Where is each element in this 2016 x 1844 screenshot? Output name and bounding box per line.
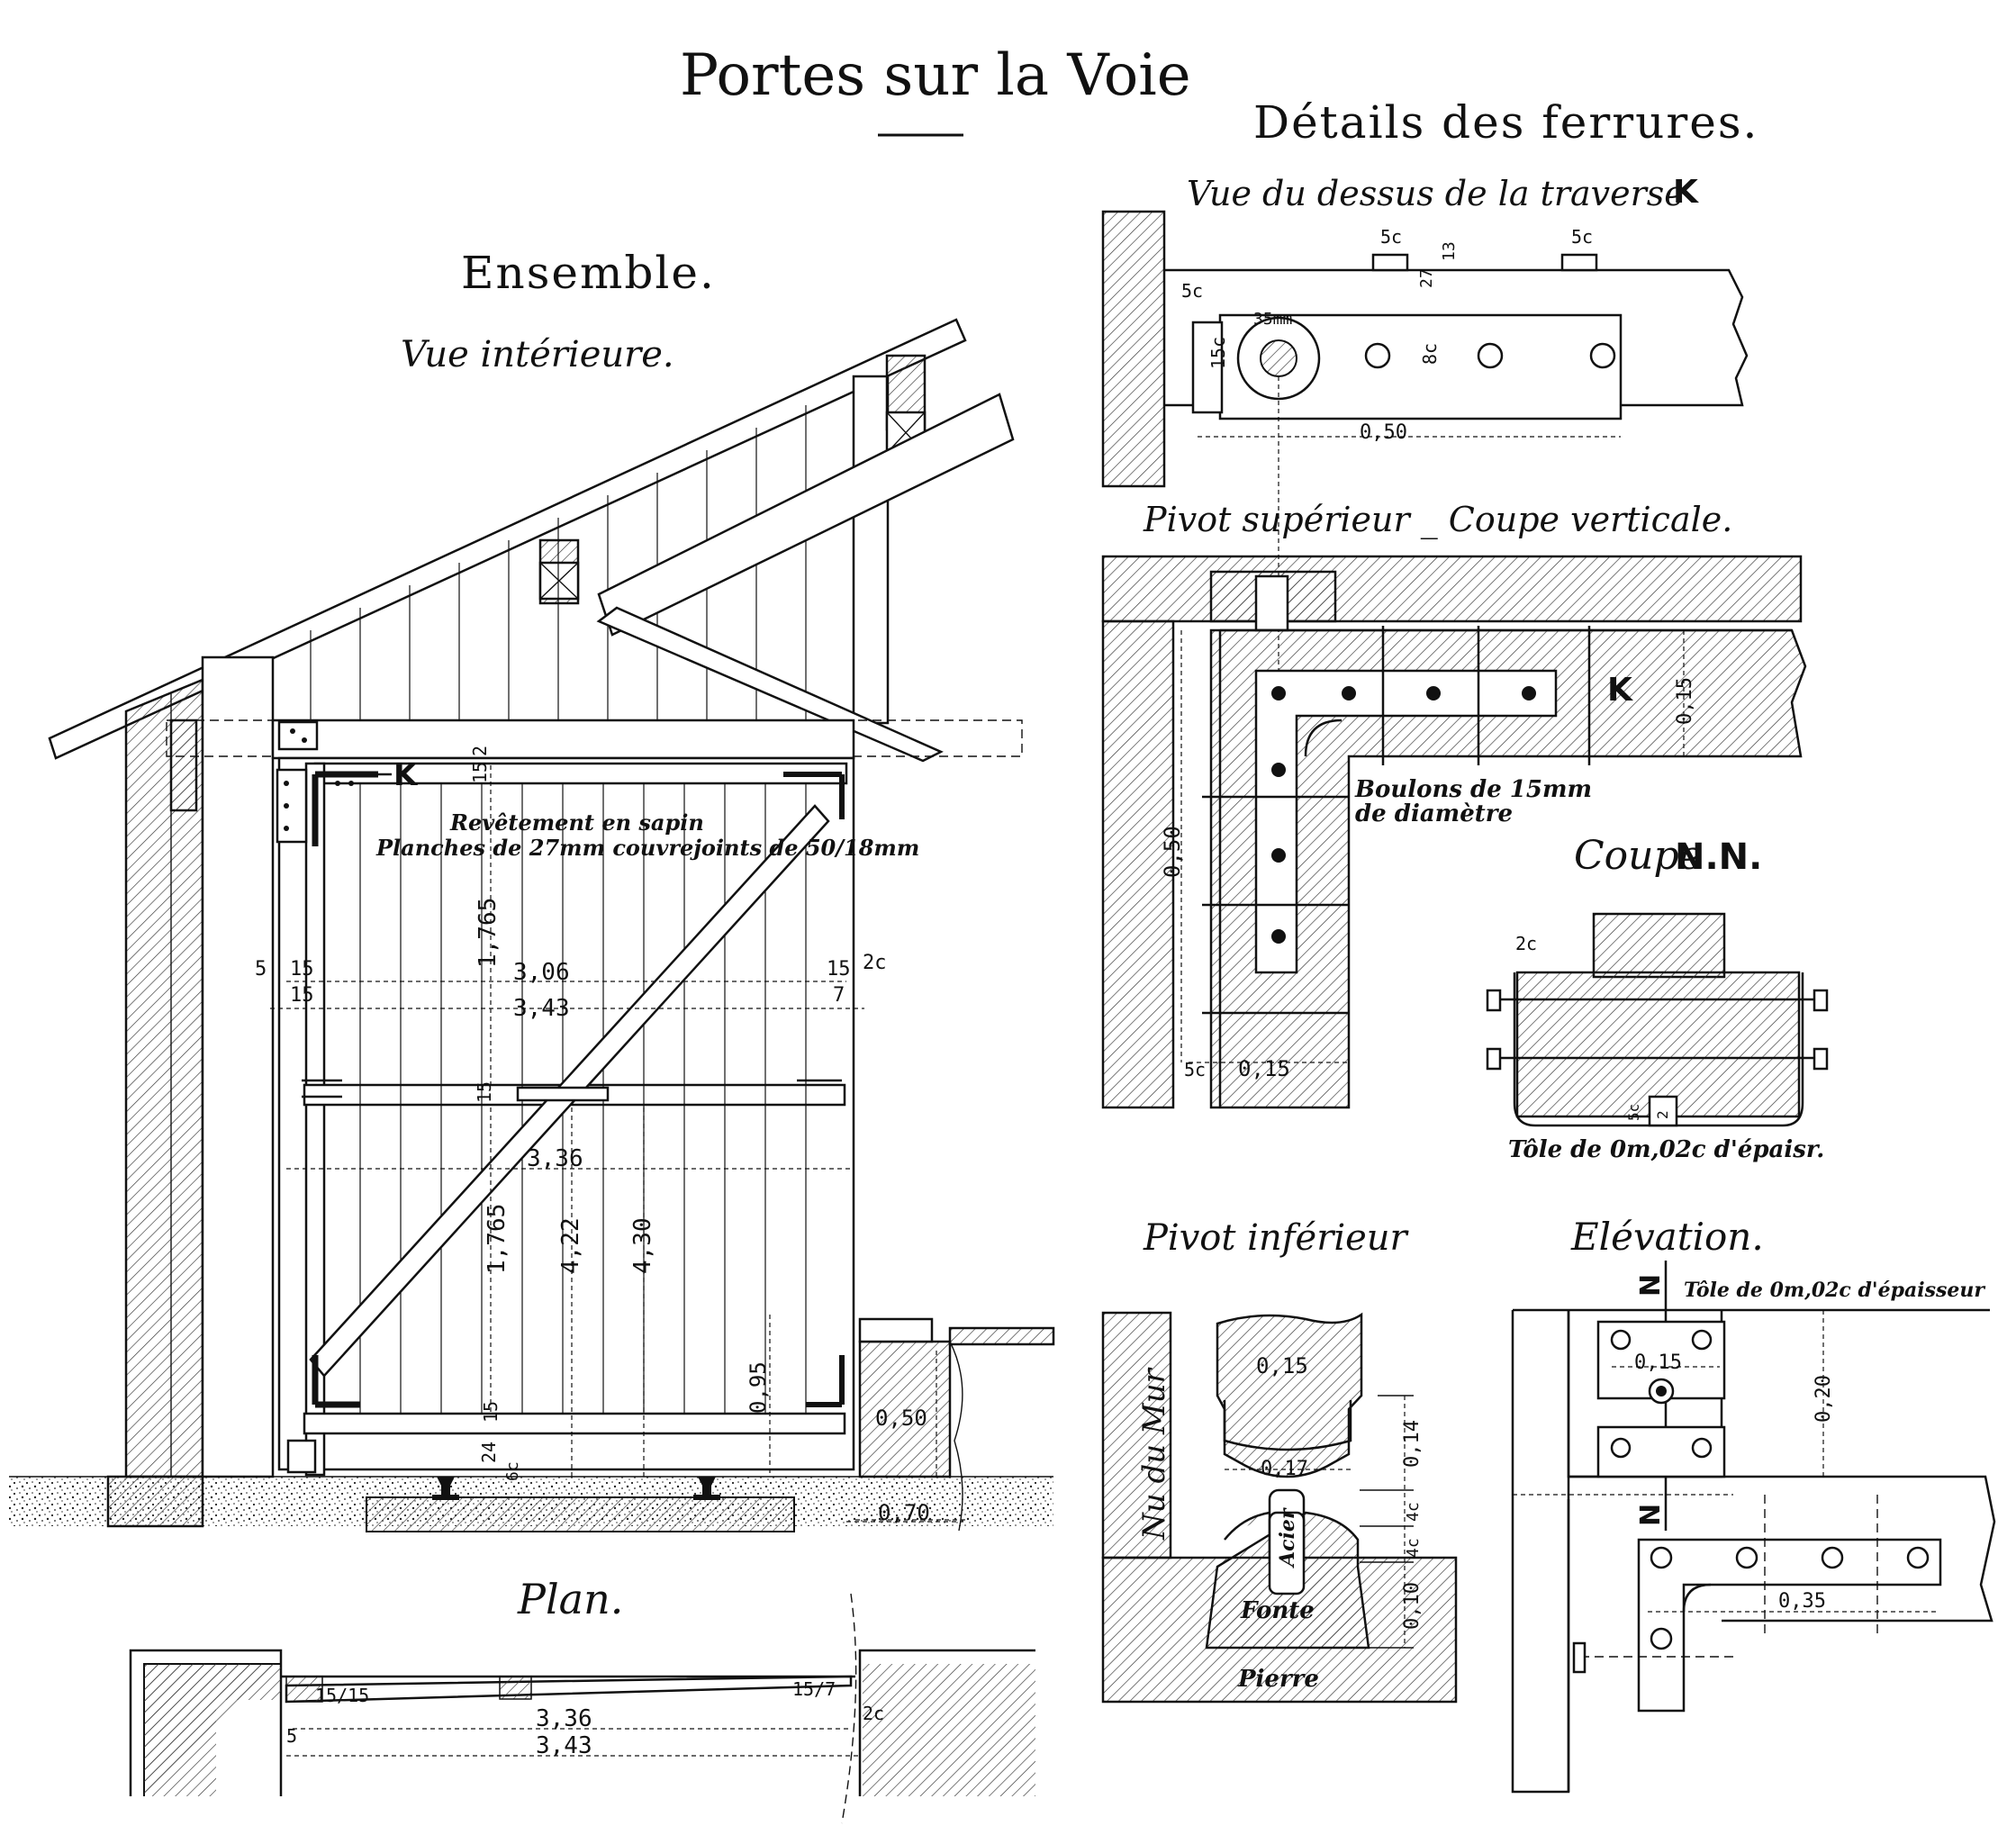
dim-ps-015-v: 0,15	[1674, 677, 1696, 725]
ensemble-dimensions: 15 2 1,765 3,06 3,43 5 15 15 15 7 2c 15 …	[255, 746, 968, 1525]
dim-ens-15-bot: 15	[480, 1401, 502, 1423]
dim-el-035: 0,35	[1778, 1590, 1826, 1613]
dim-el-020: 0,20	[1813, 1375, 1835, 1423]
acier-label: Acier	[1276, 1507, 1299, 1568]
dim-pi-4c-b: 4c	[1404, 1538, 1423, 1558]
dim-pi-017: 0,17	[1261, 1458, 1308, 1480]
dim-k-5c-side: 5c	[1181, 280, 1203, 302]
elevation-view: Elévation. N N Tôle de 0m,02c d'épaisseu…	[1511, 1215, 1996, 1794]
dim-ps-015: 0,15	[1238, 1056, 1290, 1081]
ensemble-view	[48, 318, 1023, 1478]
dim-pi-4c: 4c	[1404, 1502, 1423, 1522]
plan-view: Plan. 15/15 15/7 3,36 3,43 5 2c	[129, 1575, 1035, 1824]
dim-k-27: 27	[1417, 268, 1436, 288]
details-title: Détails des ferrures.	[1253, 96, 1758, 149]
dim-ens-306: 3,06	[513, 959, 570, 986]
dim-plan-15-15: 15/15	[315, 1685, 369, 1706]
boulons-note: Boulons de 15mm	[1354, 776, 1592, 803]
dim-ens-2-top: 2	[469, 746, 491, 756]
n-label-bottom: N	[1635, 1504, 1667, 1526]
dim-plan-5: 5	[286, 1725, 297, 1747]
dim-ens-5: 5	[255, 958, 267, 981]
door: K Revêtement en sapin Planches de 27mm c…	[276, 756, 919, 1477]
elevation-title: Elévation.	[1570, 1215, 1764, 1259]
dim-ens-6c: 6c	[503, 1461, 522, 1481]
dim-k-13: 13	[1440, 241, 1459, 261]
dim-ens-095: 0,95	[746, 1361, 771, 1414]
pivot-inf-title: Pivot inférieur	[1143, 1217, 1410, 1259]
dim-nn-2c: 2c	[1515, 933, 1537, 954]
dim-k-5c-a: 5c	[1380, 226, 1402, 248]
vue-dessus-k-letter: K	[1673, 174, 1699, 211]
door-lintel	[271, 719, 855, 760]
revetement-note: Revêtement en sapin	[449, 809, 704, 836]
dim-ens-050: 0,50	[875, 1406, 927, 1431]
dim-ens-1765-b: 1,765	[484, 1204, 511, 1274]
dim-ens-7-right: 7	[833, 984, 845, 1007]
dim-ens-15-top: 15	[469, 762, 491, 783]
dim-nn-2: 2	[1654, 1110, 1671, 1119]
hinge-straps	[276, 768, 845, 1408]
coupe-nn-title: Coupe	[1574, 833, 1703, 879]
vue-dessus-title: Vue du dessus de la traverse	[1187, 174, 1685, 213]
tole-coupe-note: Tôle de 0m,02c d'épaisr.	[1508, 1136, 1824, 1163]
dim-ens-422: 4,22	[557, 1217, 584, 1274]
nu-du-mur-label: Nu du Mur	[1136, 1367, 1172, 1541]
dim-ps-050: 0,50	[1160, 826, 1185, 878]
dim-plan-343: 3,43	[536, 1732, 592, 1759]
dim-ens-070: 0,70	[878, 1500, 930, 1525]
dim-ens-336: 3,36	[527, 1145, 583, 1172]
dim-ens-15-right: 15	[827, 958, 851, 981]
coupe-nn-letters: N.N.	[1675, 836, 1762, 878]
pierre-label: Pierre	[1237, 1666, 1319, 1693]
dim-plan-2c: 2c	[863, 1703, 884, 1724]
ground-section	[9, 1317, 1055, 1532]
tole-elev-note: Tôle de 0m,02c d'épaisseur	[1684, 1279, 1985, 1302]
plan-title: Plan.	[517, 1575, 623, 1623]
coupe-nn: Coupe N.N. 2c 5c 2 Tôle de 0m,02c d'épai…	[1486, 833, 1829, 1163]
dim-ens-15-mid: 15	[474, 1081, 495, 1103]
dim-plan-336: 3,36	[536, 1705, 592, 1732]
dim-ens-1765-a: 1,765	[475, 898, 502, 968]
k-label-pivot: K	[1607, 672, 1633, 709]
dim-k-8c: 8c	[1419, 343, 1441, 365]
pivot-sup-title: Pivot supérieur _ Coupe verticale.	[1143, 500, 1732, 540]
dim-pi-010: 0,10	[1401, 1582, 1424, 1630]
dim-ens-2c-right: 2c	[863, 952, 887, 974]
dim-ps-5c: 5c	[1184, 1059, 1206, 1080]
pivot-inferieur: Pivot inférieur Nu du Mur 0,15 0,17 0,14…	[1101, 1217, 1458, 1704]
dim-pi-015: 0,15	[1256, 1353, 1308, 1378]
main-title: Portes sur la Voie	[680, 42, 1191, 109]
dim-k-050: 0,50	[1360, 421, 1407, 444]
dim-pi-014: 0,14	[1401, 1420, 1424, 1468]
dim-k-15c: 15c	[1207, 337, 1229, 369]
pivot-superieur: Pivot supérieur _ Coupe verticale. K Bou…	[1101, 500, 1807, 1109]
left-post	[201, 655, 275, 1478]
dim-el-015: 0,15	[1634, 1351, 1682, 1374]
diametre-note: de diamètre	[1355, 800, 1513, 827]
dim-ens-15-left: 15	[290, 958, 314, 981]
planches-note: Planches de 27mm couvrejoints de 50/18mm	[375, 835, 919, 861]
dim-ens-24: 24	[478, 1442, 500, 1463]
roof-slab	[48, 318, 967, 760]
dim-ens-15-left-b: 15	[290, 984, 314, 1007]
dim-ens-430: 4,30	[629, 1217, 656, 1274]
k-label-ensemble: K	[393, 757, 419, 793]
fonte-label: Fonte	[1240, 1597, 1315, 1624]
dim-k-5c-b: 5c	[1571, 226, 1593, 248]
dim-k-35mm: 35mm	[1253, 310, 1292, 329]
dim-plan-15-7: 15/7	[792, 1678, 836, 1700]
vue-interieure-title: Vue intérieure.	[401, 334, 674, 375]
dim-nn-5c: 5c	[1625, 1104, 1642, 1121]
vue-dessus-k: Vue du dessus de la traverse K 5c 5c 13 …	[1101, 174, 1749, 693]
right-wall-post	[852, 375, 890, 725]
ensemble-title: Ensemble.	[461, 247, 716, 299]
dim-ens-343: 3,43	[513, 995, 570, 1022]
n-label-top: N	[1635, 1274, 1667, 1297]
